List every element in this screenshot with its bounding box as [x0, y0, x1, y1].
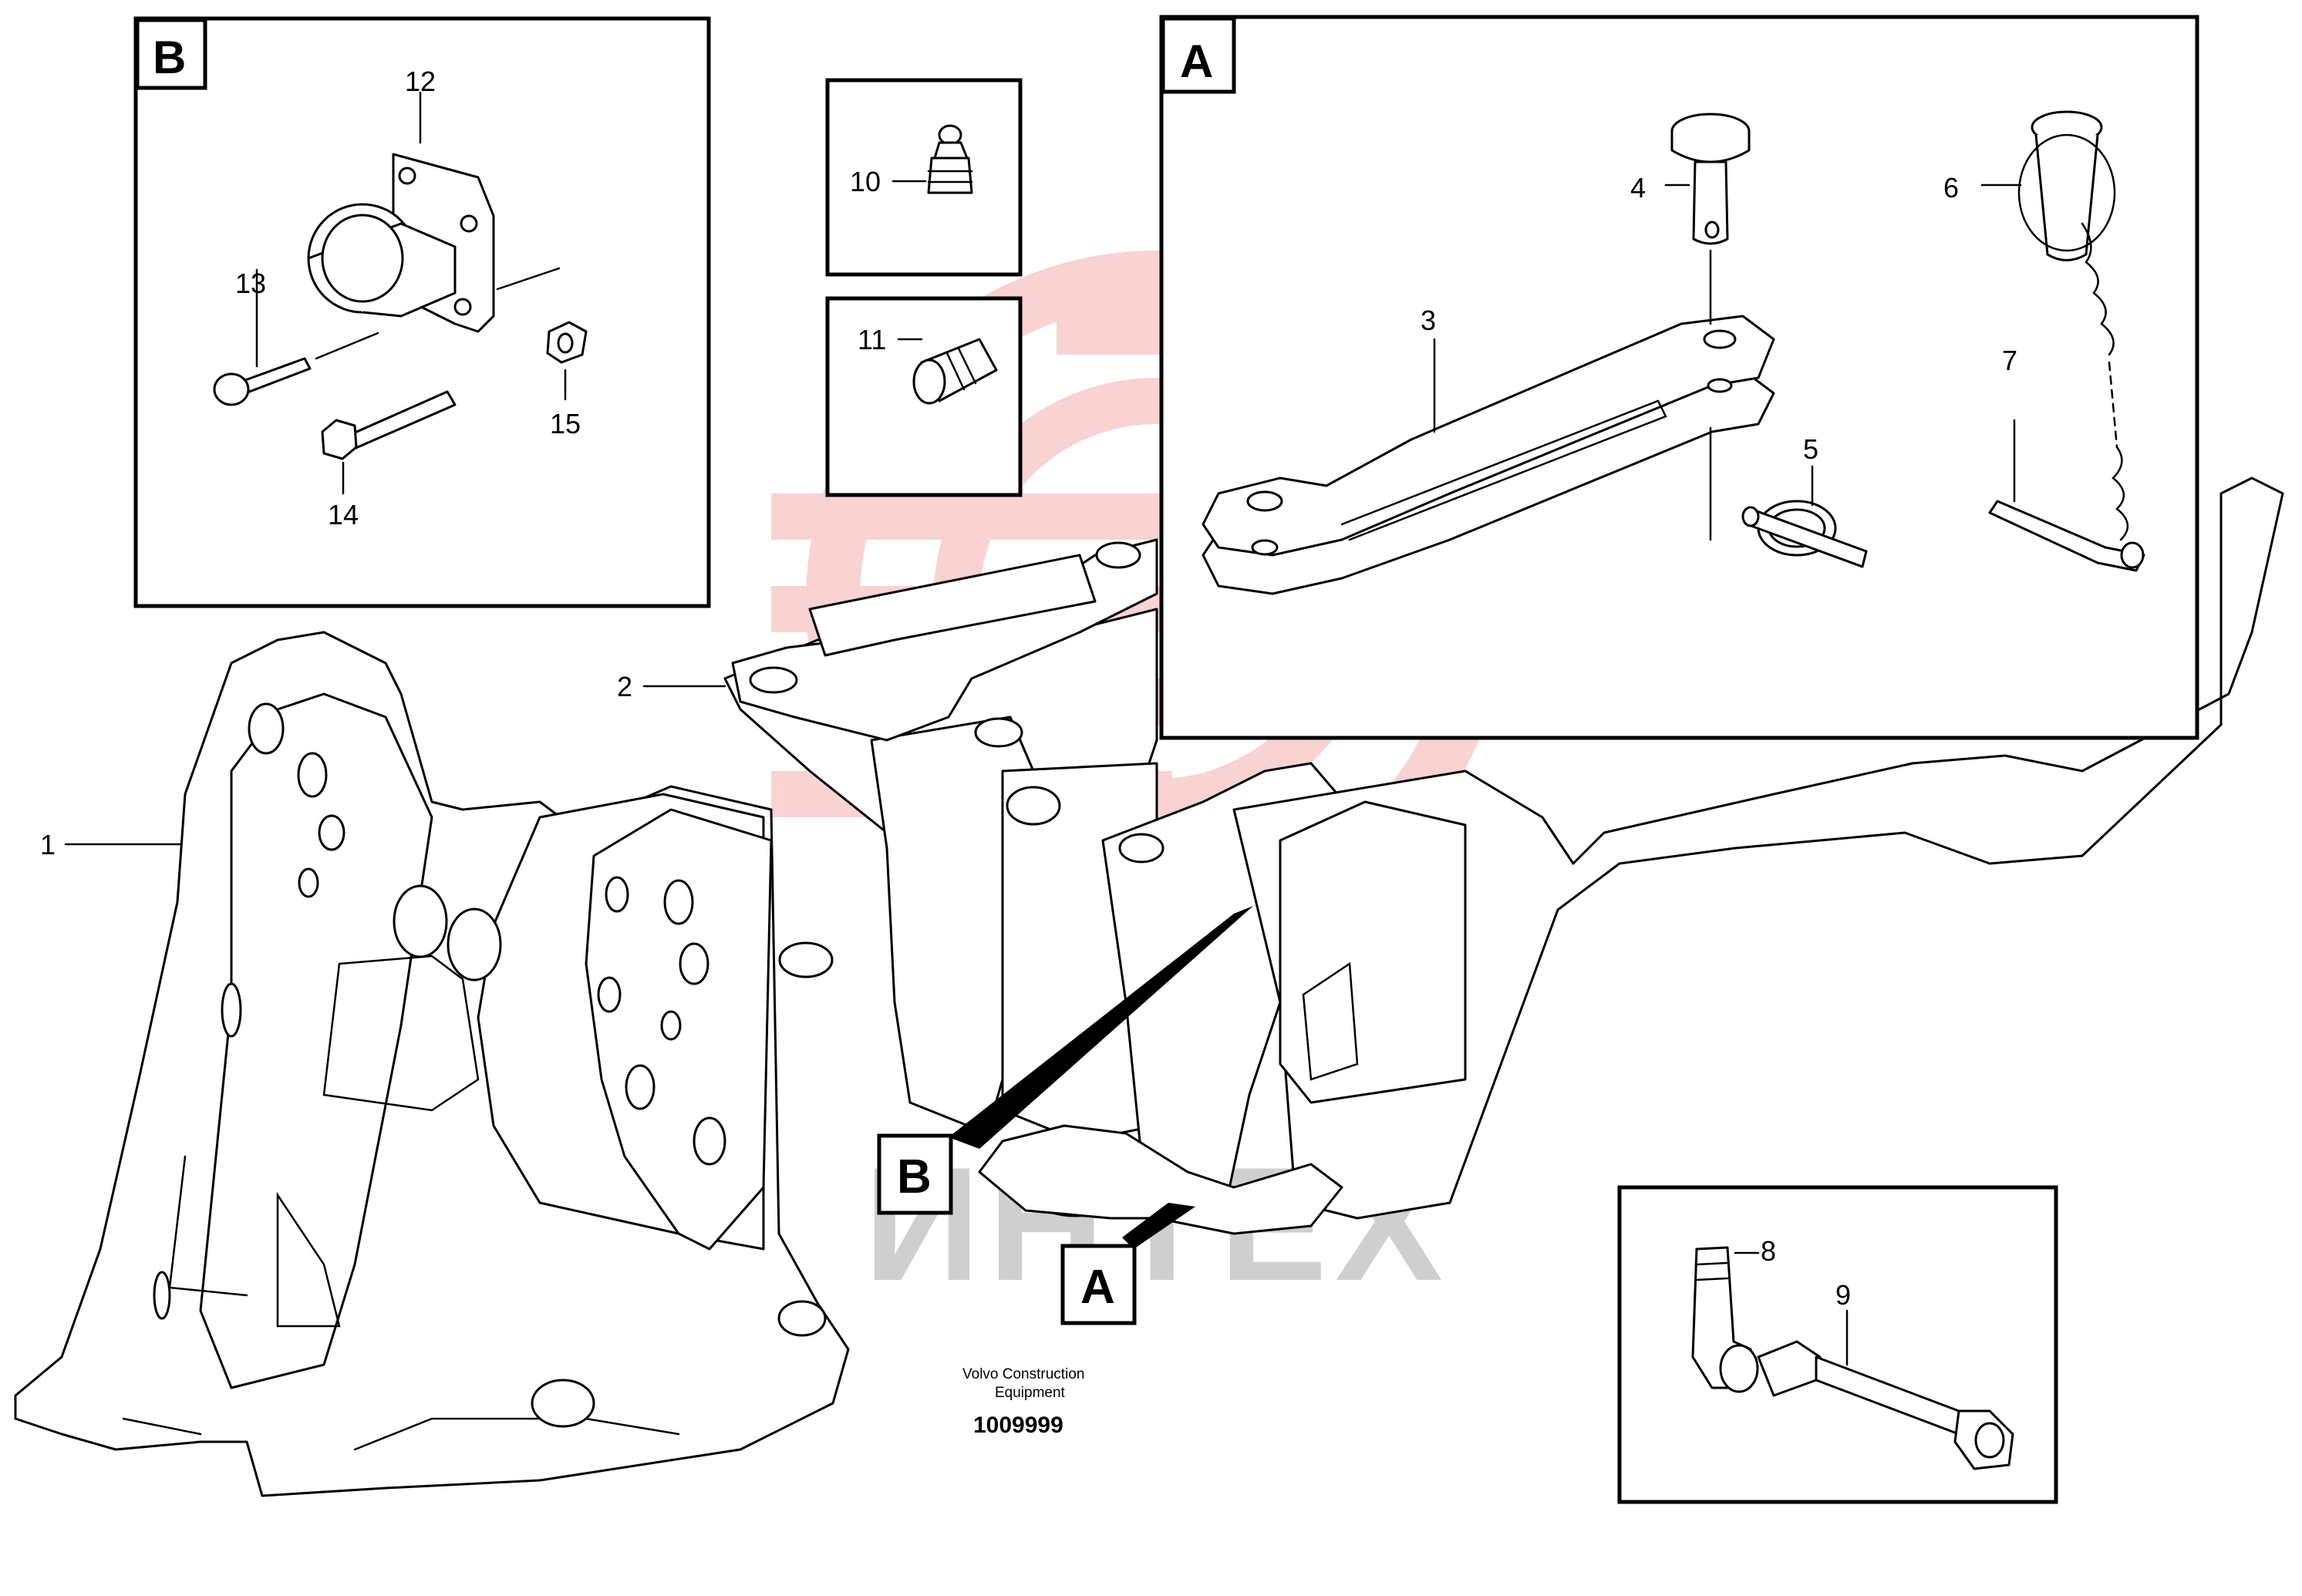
detail-panel-11: 11 — [825, 296, 1023, 497]
lynch-pin-icon — [1741, 465, 1868, 568]
callout-15: 15 — [550, 408, 581, 439]
callout-1: 1 — [40, 829, 56, 860]
ref-b-label: B — [897, 1150, 932, 1204]
rear-frame-drawing — [723, 476, 2284, 1235]
detail-panel-10: 10 — [825, 78, 1023, 277]
front-frame-drawing — [14, 631, 850, 1497]
panel-a-label: A — [1180, 35, 1213, 87]
hex-bolt-icon — [321, 390, 457, 495]
callout-14: 14 — [328, 499, 359, 530]
flange-bearing-icon — [307, 91, 561, 333]
callout-4: 4 — [1630, 172, 1646, 204]
split-pin-icon — [1988, 419, 2145, 572]
callout-9: 9 — [1835, 1279, 1851, 1311]
callout-10: 10 — [850, 166, 881, 197]
link-bar-icon — [1202, 315, 1775, 595]
detail-panel-a: A — [1159, 15, 2199, 740]
caption-line-1: Volvo Construction — [962, 1366, 1084, 1382]
detail-panel-8-9: 8 9 — [1617, 1185, 2058, 1504]
callout-6: 6 — [1943, 172, 1959, 204]
callout-11: 11 — [858, 324, 886, 355]
callout-13: 13 — [235, 268, 266, 299]
grease-nipple-icon — [891, 124, 973, 194]
nipple-fitting-icon — [897, 338, 998, 405]
document-number: 1009999 — [973, 1412, 1063, 1438]
callout-3: 3 — [1421, 305, 1436, 336]
callout-12: 12 — [405, 66, 436, 97]
detail-panel-b: B — [133, 16, 711, 608]
pin-icon — [1664, 113, 1751, 325]
panel-b-label: B — [153, 32, 186, 83]
ref-a-label: A — [1080, 1261, 1115, 1314]
reference-tag-b: B — [877, 906, 1253, 1215]
callout-2: 2 — [617, 671, 632, 702]
callout-7: 7 — [2002, 345, 2017, 376]
elbow-fitting-icon — [1691, 1246, 1760, 1393]
reference-tag-a: A — [1060, 1203, 1195, 1325]
chain-pin-icon — [1980, 110, 2128, 541]
socket-bolt-icon — [213, 268, 379, 406]
caption-line-2: Equipment — [995, 1385, 1066, 1401]
callout-5: 5 — [1803, 433, 1818, 465]
callout-8: 8 — [1761, 1235, 1776, 1267]
hose-icon — [1757, 1309, 2014, 1470]
washer-icon — [546, 321, 588, 401]
